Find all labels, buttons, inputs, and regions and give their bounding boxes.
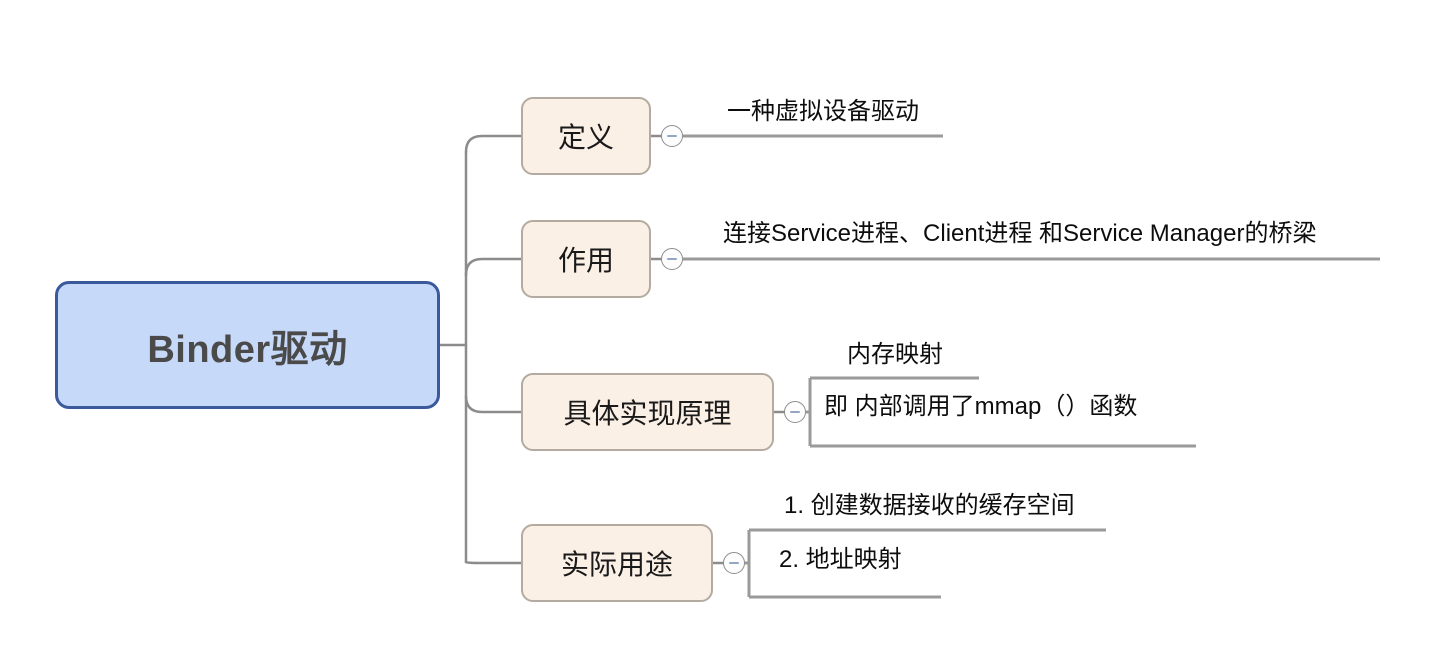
leaf-text[interactable]: 2. 地址映射 <box>779 546 902 573</box>
leaf-text[interactable]: 内存映射 <box>847 341 943 368</box>
minus-glyph <box>729 562 739 564</box>
root-node-label: Binder驱动 <box>147 328 348 371</box>
leaf-text[interactable]: 即 内部调用了mmap（）函数 <box>824 393 1138 420</box>
leaf-text[interactable]: 连接Service进程、Client进程 和Service Manager的桥梁 <box>723 220 1317 247</box>
branch-node-label: 作用 <box>557 245 614 276</box>
collapse-minus-icon[interactable] <box>784 401 806 423</box>
branch-node-definition[interactable]: 定义 <box>521 97 651 175</box>
collapse-minus-icon[interactable] <box>661 125 683 147</box>
connector-branch-0 <box>464 134 523 154</box>
collapse-minus-icon[interactable] <box>723 552 745 574</box>
minus-glyph <box>667 135 677 137</box>
collapse-minus-icon[interactable] <box>661 248 683 270</box>
leaf-text[interactable]: 1. 创建数据接收的缓存空间 <box>784 492 1075 519</box>
branch-node-label: 具体实现原理 <box>563 398 732 429</box>
branch-node-label: 实际用途 <box>560 549 673 580</box>
minus-glyph <box>790 411 800 413</box>
branch-node-role[interactable]: 作用 <box>521 220 651 298</box>
branch-node-implementation[interactable]: 具体实现原理 <box>521 373 774 451</box>
connector-branch-3 <box>464 560 523 565</box>
leaf-text[interactable]: 一种虚拟设备驱动 <box>727 98 919 125</box>
connector-branch-2 <box>464 394 523 414</box>
branch-node-label: 定义 <box>557 122 614 153</box>
root-node[interactable]: Binder驱动 <box>55 281 440 409</box>
connector-branch-1 <box>464 257 523 277</box>
minus-glyph <box>667 258 677 260</box>
branch-node-usage[interactable]: 实际用途 <box>521 524 713 602</box>
